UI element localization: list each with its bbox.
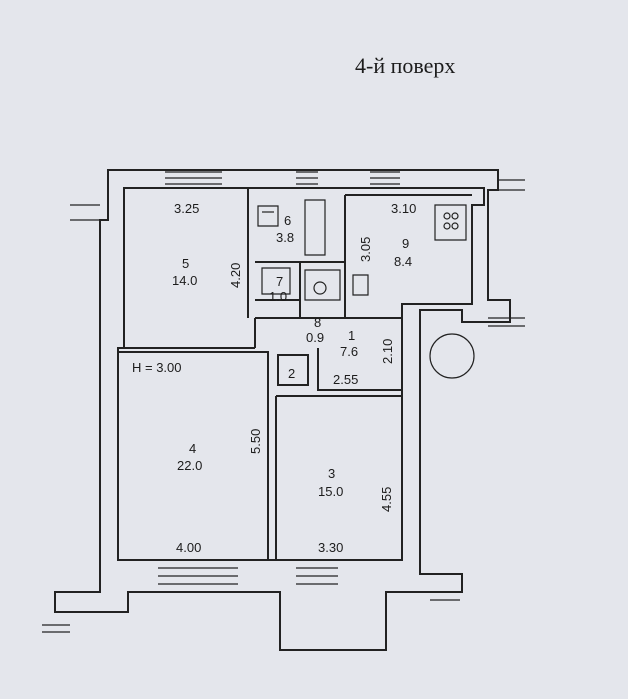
room-5-area: 14.0 <box>172 273 197 288</box>
outer-walls <box>42 169 525 651</box>
dim-room3-width: 3.30 <box>318 540 343 555</box>
dim-room5-width: 3.25 <box>174 201 199 216</box>
room-8-number: 8 <box>314 315 321 330</box>
room-5-number: 5 <box>182 256 189 271</box>
room-3-number: 3 <box>328 466 335 481</box>
room-1-area: 7.6 <box>340 344 358 359</box>
room-4-area: 22.0 <box>177 458 202 473</box>
dimension-labels: 3.25 4.20 3.10 3.05 2.10 2.55 5.50 4.55 … <box>132 201 416 555</box>
floor-title: 4-й поверх <box>355 53 455 78</box>
room-3-area: 15.0 <box>318 484 343 499</box>
dim-room4-width: 4.00 <box>176 540 201 555</box>
room-9-number: 9 <box>402 236 409 251</box>
windows <box>158 171 400 585</box>
dim-room1-depth: 2.10 <box>380 339 395 364</box>
room-6-number: 6 <box>284 213 291 228</box>
ceiling-height: H = 3.00 <box>132 360 182 375</box>
dim-room5-depth: 4.20 <box>228 263 243 288</box>
dim-room1-width: 2.55 <box>333 372 358 387</box>
room-2-number: 2 <box>288 366 295 381</box>
room-1-number: 1 <box>348 328 355 343</box>
room-7-area: 1.0 <box>269 289 287 304</box>
dim-room9-depth: 3.05 <box>358 237 373 262</box>
room-8-area: 0.9 <box>306 330 324 345</box>
dim-room4-depth: 5.50 <box>248 429 263 454</box>
room-4-number: 4 <box>189 441 196 456</box>
room-7-number: 7 <box>276 274 283 289</box>
room-9-area: 8.4 <box>394 254 412 269</box>
interior-walls <box>118 188 475 560</box>
room-labels: 5 14.0 6 3.8 7 1.0 8 0.9 9 8.4 1 7.6 2 4… <box>172 213 412 499</box>
room-6-area: 3.8 <box>276 230 294 245</box>
dim-room9-width: 3.10 <box>391 201 416 216</box>
dim-room3-depth: 4.55 <box>379 487 394 512</box>
